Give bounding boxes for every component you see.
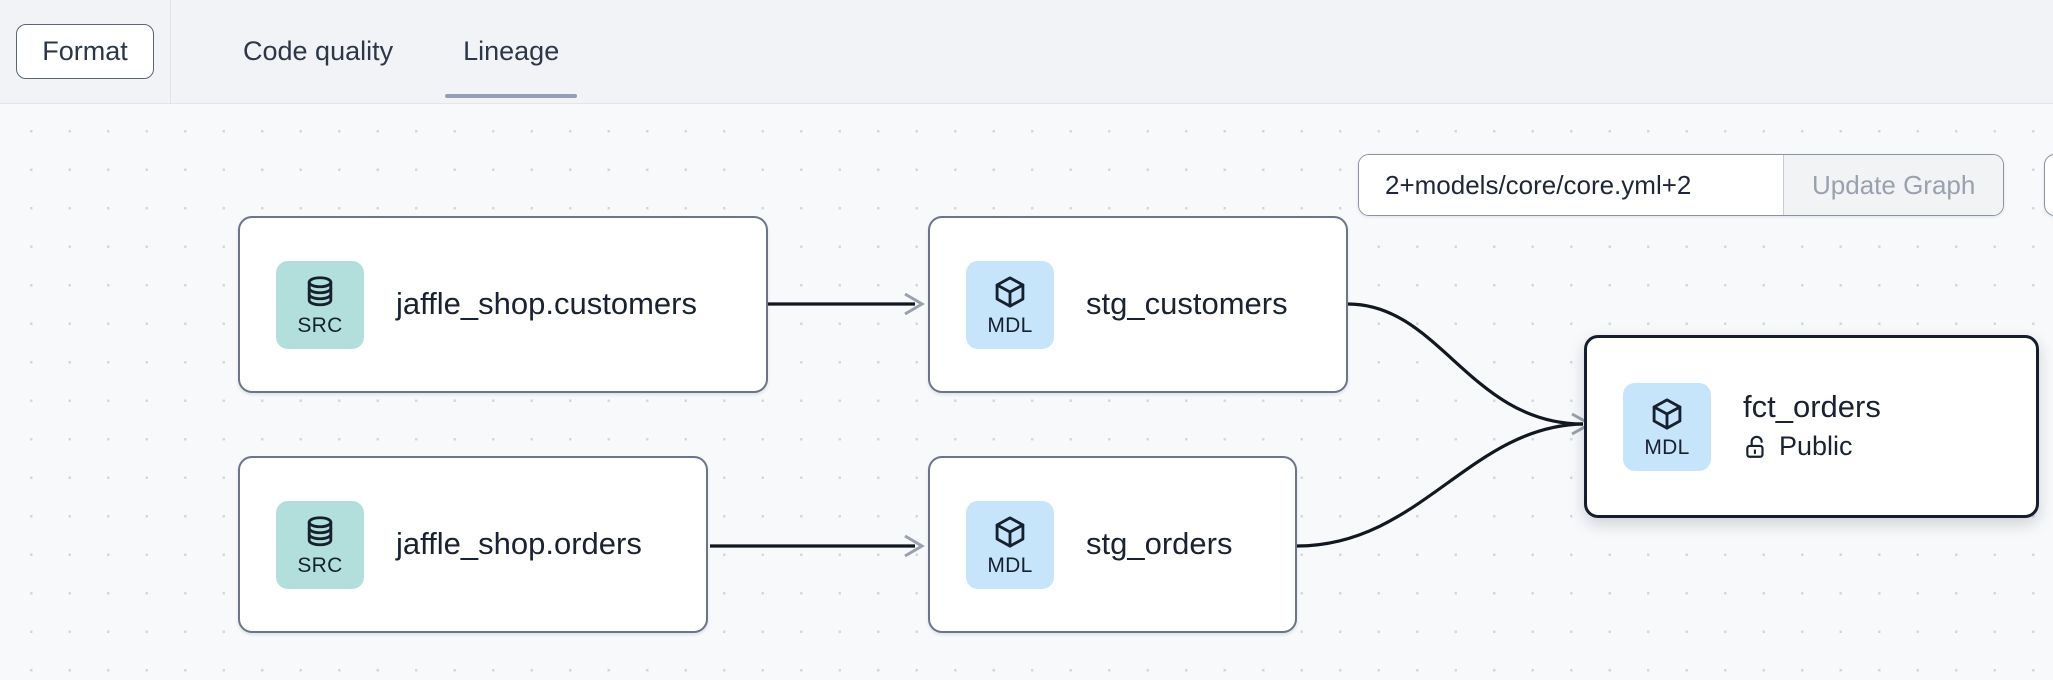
graph-selector-bar: Update Graph [1358, 154, 2005, 216]
lineage-canvas[interactable]: SRC jaffle_shop.customers MDL stg_custom… [0, 104, 2053, 680]
graph-extra-button[interactable] [2044, 154, 2053, 216]
cube-icon [1649, 395, 1685, 433]
lineage-node-stg-customers[interactable]: MDL stg_customers [928, 216, 1348, 393]
database-icon [302, 513, 338, 551]
badge-mdl: MDL [966, 260, 1054, 349]
database-icon [302, 273, 338, 311]
lineage-node-jaffle-shop-orders[interactable]: SRC jaffle_shop.orders [238, 456, 708, 633]
edge-stg-customers-to-fct-orders [1347, 302, 1584, 426]
node-title: jaffle_shop.orders [396, 526, 642, 562]
node-title: stg_orders [1086, 526, 1233, 562]
cube-icon [992, 513, 1028, 551]
node-title: jaffle_shop.customers [396, 286, 697, 322]
node-body: fct_orders Public [1743, 388, 1881, 463]
badge-label: MDL [987, 314, 1033, 337]
format-button-zone: Format [0, 0, 171, 104]
lineage-node-jaffle-shop-customers[interactable]: SRC jaffle_shop.customers [238, 216, 768, 393]
badge-src: SRC [276, 500, 364, 589]
tab-lineage[interactable]: Lineage [445, 0, 578, 104]
lineage-node-fct-orders[interactable]: MDL fct_orders Public [1584, 335, 2039, 518]
unlock-icon [1743, 433, 1769, 461]
badge-mdl: MDL [1623, 382, 1711, 471]
graph-selector-input[interactable] [1359, 155, 1783, 215]
node-title: fct_orders [1743, 388, 1881, 424]
node-body: stg_orders [1086, 528, 1232, 561]
update-graph-button[interactable]: Update Graph [1783, 155, 2004, 215]
node-body: jaffle_shop.customers [396, 288, 697, 321]
tab-bar: Code quality Lineage [171, 0, 578, 104]
badge-label: MDL [1644, 436, 1690, 459]
badge-label: SRC [297, 314, 343, 337]
node-access-meta: Public [1743, 431, 1881, 462]
cube-icon [992, 273, 1028, 311]
badge-mdl: MDL [966, 500, 1054, 589]
top-toolbar: Format Code quality Lineage [0, 0, 2053, 104]
badge-label: SRC [297, 554, 343, 577]
node-body: jaffle_shop.orders [396, 528, 642, 561]
node-body: stg_customers [1086, 288, 1288, 321]
node-access-label: Public [1779, 431, 1853, 462]
lineage-node-stg-orders[interactable]: MDL stg_orders [928, 456, 1297, 633]
format-button[interactable]: Format [16, 24, 154, 79]
node-title: stg_customers [1086, 286, 1288, 322]
edge-customers-to-stg-customers [768, 292, 925, 316]
edge-stg-orders-to-fct-orders [1296, 412, 1594, 548]
tab-code-quality[interactable]: Code quality [243, 36, 394, 66]
badge-src: SRC [276, 260, 364, 349]
badge-label: MDL [987, 554, 1033, 577]
edge-orders-to-stg-orders [710, 534, 925, 558]
